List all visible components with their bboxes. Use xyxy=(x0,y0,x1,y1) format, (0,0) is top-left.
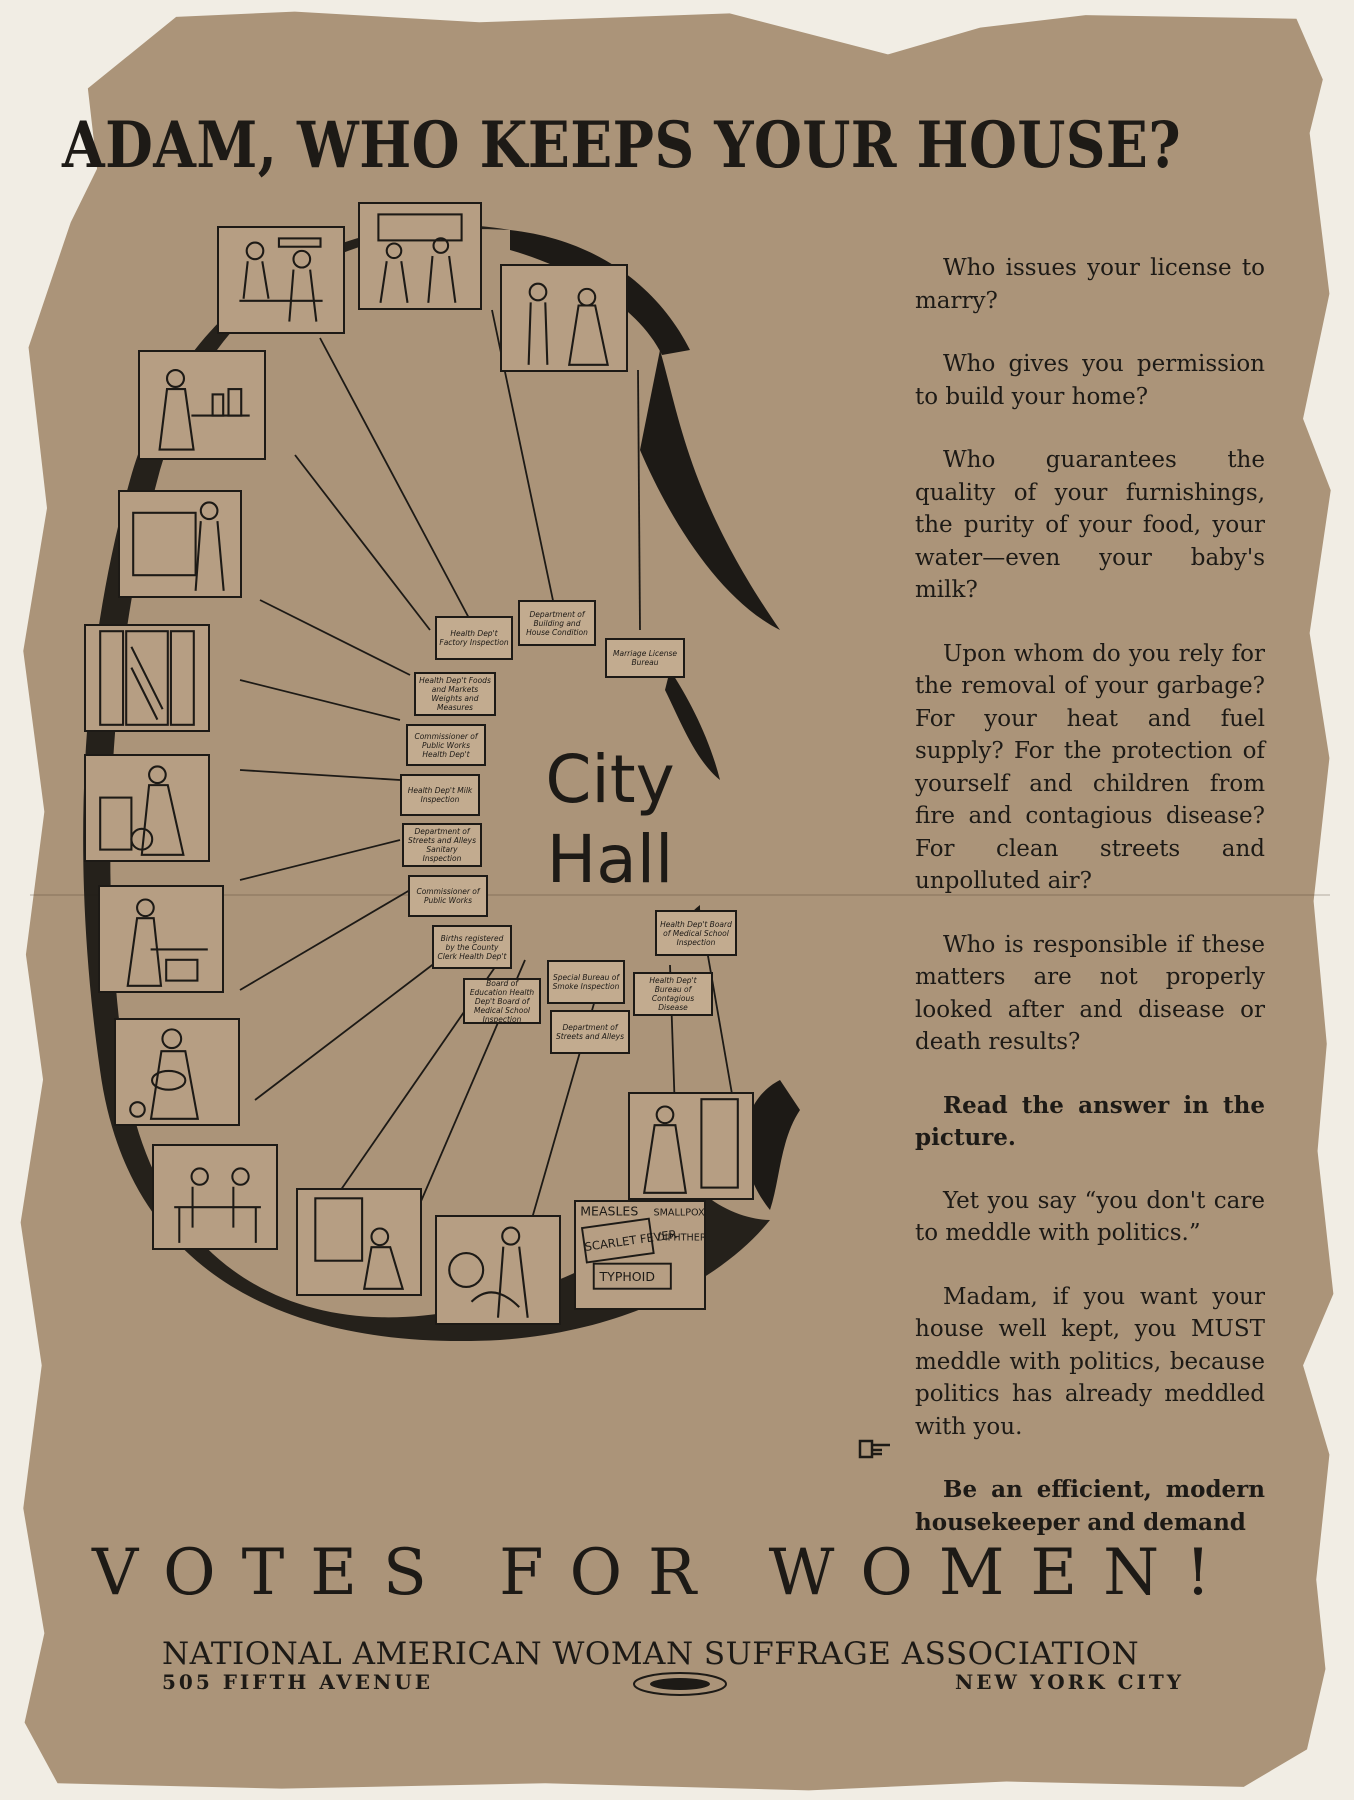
headline: ADAM, WHO KEEPS YOUR HOUSE? xyxy=(62,108,1181,183)
poster-measles: MEASLES xyxy=(580,1203,638,1218)
paragraph-responsible: Who is responsible if these matters are … xyxy=(915,931,1265,1056)
label-foods-markets: Health Dep't Foods and Markets Weights a… xyxy=(414,672,496,716)
label-building-condition: Department of Building and House Conditi… xyxy=(518,600,596,646)
slogan: VOTES FOR WOMEN! xyxy=(92,1536,1237,1610)
scene-cooking xyxy=(138,350,266,460)
label-public-works: Commissioner of Public Works xyxy=(408,875,488,917)
city-hall-line-1: City xyxy=(545,741,675,818)
scene-washbasin xyxy=(118,490,242,598)
city-hall-label: City Hall xyxy=(500,740,720,900)
scene-wedding xyxy=(500,264,628,372)
label-public-works-health: Commissioner of Public Works Health Dep'… xyxy=(406,724,486,766)
scene-window-shutter xyxy=(84,624,210,732)
scene-children-school xyxy=(152,1144,278,1250)
fold-crease xyxy=(30,894,1330,896)
label-births-registered: Births registered by the County Clerk He… xyxy=(432,925,512,969)
paragraph-marry: Who issues your license to marry? xyxy=(915,255,1265,314)
paragraph-build: Who gives you permission to build your h… xyxy=(915,351,1265,410)
union-label-icon xyxy=(633,1672,727,1696)
scene-ironing xyxy=(98,885,224,993)
paragraph-madam: Madam, if you want your house well kept,… xyxy=(915,1283,1265,1440)
scene-disease-poster: MEASLES SMALLPOX SCARLET FEVER DIPHTHERI… xyxy=(574,1200,706,1310)
label-board-education: Board of Education Health Dep't Board of… xyxy=(463,978,541,1024)
label-milk-inspection: Health Dep't Milk Inspection xyxy=(400,774,480,816)
label-streets-alleys: Department of Streets and Alleys xyxy=(550,1010,630,1054)
association-name: NATIONAL AMERICAN WOMAN SUFFRAGE ASSOCIA… xyxy=(162,1636,1140,1672)
label-smoke-inspection: Special Bureau of Smoke Inspection xyxy=(547,960,625,1004)
paragraph-demand: Be an efficient, modern housekeeper and … xyxy=(915,1476,1265,1536)
paragraph-garbage: Upon whom do you rely for the removal of… xyxy=(915,640,1265,895)
scene-nurse-baby xyxy=(114,1018,240,1126)
scene-laundry xyxy=(84,754,210,862)
pointing-hand-icon xyxy=(858,1439,890,1459)
paragraph-quality: Who guarantees the quality of your furni… xyxy=(915,447,1265,603)
scene-wardrobe xyxy=(628,1092,754,1200)
label-factory-inspection: Health Dep't Factory Inspection xyxy=(435,616,513,660)
address-right: NEW YORK CITY xyxy=(955,1670,1185,1694)
label-streets-sanitary: Department of Streets and Alleys Sanitar… xyxy=(402,823,482,867)
body-text: Who issues your license to marry? Who gi… xyxy=(915,252,1265,1569)
label-marriage-license: Marriage License Bureau xyxy=(605,638,685,678)
paragraph-meddle: Yet you say “you don't care to meddle wi… xyxy=(915,1187,1265,1247)
scene-building-office xyxy=(358,202,482,310)
poster-typhoid: TYPHOID xyxy=(599,1269,655,1284)
label-contagious-disease: Health Dep't Bureau of Contagious Diseas… xyxy=(633,972,713,1016)
scene-sewing-window xyxy=(296,1188,422,1296)
paragraph-read-answer: Read the answer in the picture. xyxy=(915,1091,1265,1152)
city-hall-diagram: MEASLES SMALLPOX SCARLET FEVER DIPHTHERI… xyxy=(80,202,880,1520)
scene-kitchen-store xyxy=(217,226,345,334)
label-medical-school: Health Dep't Board of Medical School Ins… xyxy=(655,910,737,956)
address-left: 505 FIFTH AVENUE xyxy=(162,1670,433,1694)
poster-diphtheria: DIPHTHERIA xyxy=(657,1233,704,1244)
city-hall-line-2: Hall xyxy=(546,821,674,898)
poster-smallpox: SMALLPOX xyxy=(653,1207,704,1218)
scene-coal-delivery xyxy=(435,1215,561,1325)
